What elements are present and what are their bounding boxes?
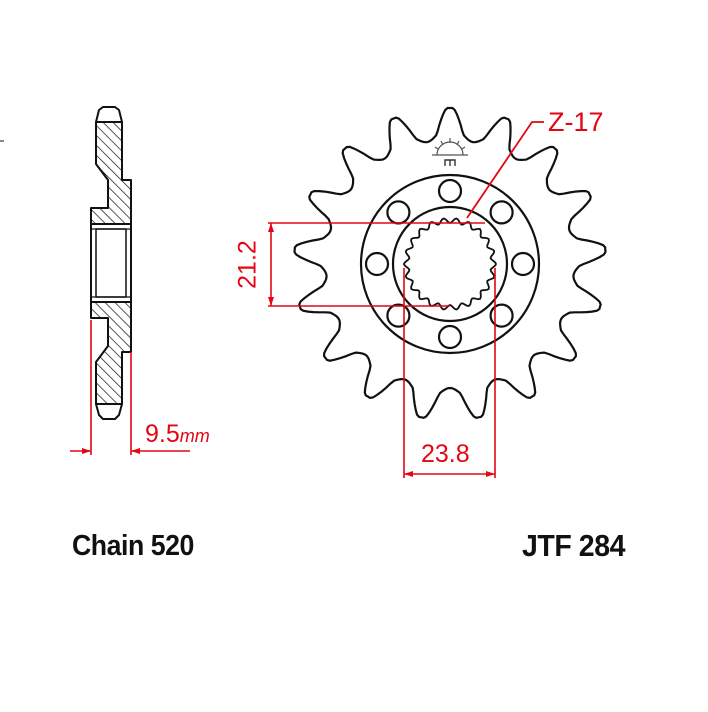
sprocket-front-view	[293, 106, 607, 419]
tooth-count-leader	[466, 121, 544, 219]
spline-height-dimension	[268, 222, 485, 307]
bolt-hole	[437, 324, 463, 350]
thickness-label: 9.5mm	[145, 420, 210, 449]
sprocket-teeth-outline	[293, 106, 607, 419]
bolt-hole	[510, 251, 536, 277]
bolt-hole	[489, 200, 514, 225]
side-bottom-tooth-tip	[95, 403, 123, 420]
spline-height-value: 21.2	[233, 240, 262, 289]
chain-size-label: Chain 520	[72, 530, 194, 562]
thickness-value: 9.5	[145, 420, 180, 448]
bolt-hole	[364, 251, 390, 277]
spline-height-label: 21.2	[234, 235, 263, 295]
bolt-hole	[489, 303, 514, 328]
bolt-holes	[364, 178, 536, 350]
hub-outer-circle	[359, 173, 541, 355]
part-code-label: JTF 284	[522, 528, 625, 563]
side-top-tooth-tip	[95, 106, 123, 123]
hub-inner-circle	[391, 205, 509, 323]
jt-logo-icon	[432, 138, 468, 166]
side-top-web	[90, 121, 132, 225]
side-bottom-web	[90, 301, 132, 405]
side-profile-view	[90, 106, 132, 420]
spline-width-dimension	[403, 268, 496, 478]
spline-bore-outline	[402, 217, 498, 311]
thickness-dimension	[70, 320, 190, 455]
bolt-hole	[386, 200, 411, 225]
spline-width-label: 23.8	[421, 440, 470, 468]
bolt-hole	[437, 178, 463, 204]
thickness-unit: mm	[179, 426, 210, 446]
bolt-hole	[386, 303, 411, 328]
tooth-count-label: Z-17	[548, 107, 604, 137]
